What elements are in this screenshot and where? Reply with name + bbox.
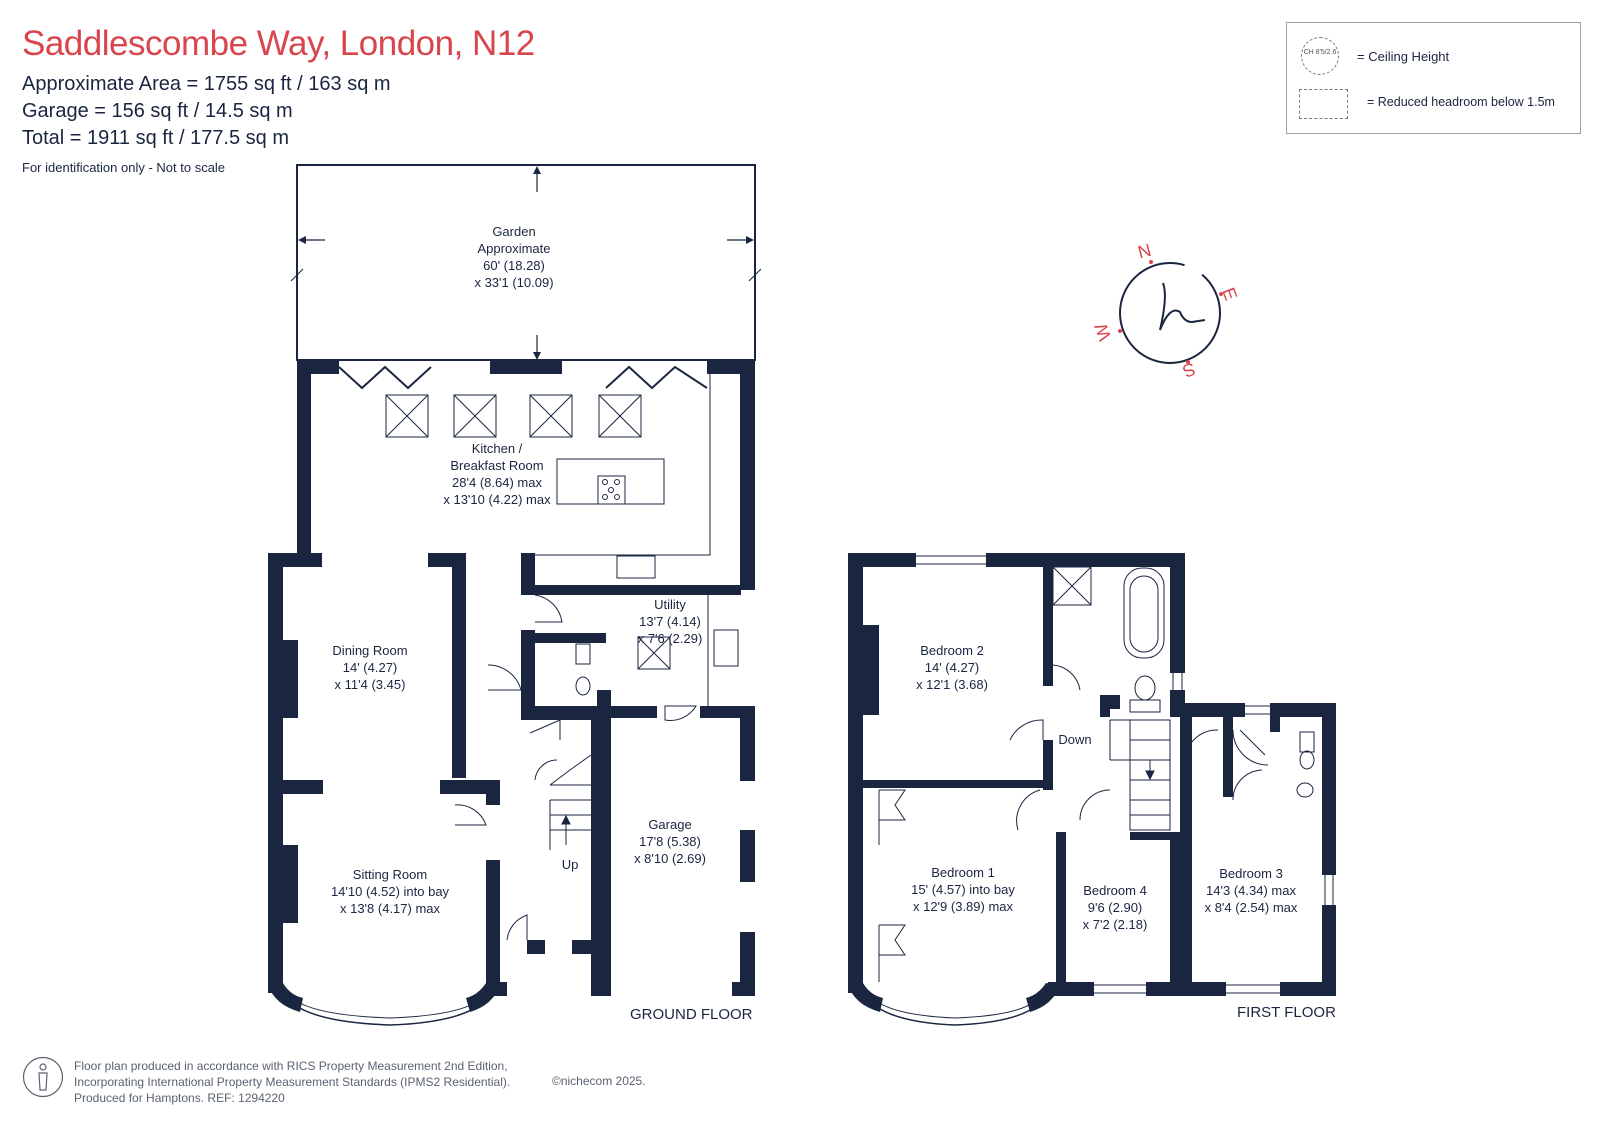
- bedroom2-label-line2: 14' (4.27): [925, 660, 980, 675]
- reduced-headroom-icon: [1299, 89, 1348, 119]
- garden-label-line2: Approximate: [478, 241, 551, 256]
- area-summary: Approximate Area = 1755 sq ft / 163 sq m…: [22, 71, 391, 152]
- garage-label-line1: Garage: [648, 817, 691, 832]
- garden-label-line1: Garden: [492, 224, 535, 239]
- disclaimer-note: For identification only - Not to scale: [22, 160, 226, 175]
- bedroom3-label-line3: x 8'4 (2.54) max: [1205, 900, 1298, 915]
- kitchen-label-line2: Breakfast Room: [450, 458, 543, 473]
- compass-e: E: [1218, 285, 1241, 303]
- sitting-label-line3: x 13'8 (4.17) max: [340, 901, 441, 916]
- dining-label-line3: x 11'4 (3.45): [335, 677, 406, 692]
- bedroom3-label-line1: Bedroom 3: [1219, 866, 1283, 881]
- sitting-label-line1: Sitting Room: [353, 867, 427, 882]
- stairs-up-label: Up: [562, 857, 579, 872]
- ceiling-height-icon: CH 8'5/2.6: [1301, 37, 1339, 75]
- ceiling-height-label: = Ceiling Height: [1357, 49, 1450, 64]
- bedroom3-label-line2: 14'3 (4.34) max: [1206, 883, 1296, 898]
- bedroom4-label-line3: x 7'2 (2.18): [1083, 917, 1148, 932]
- first-floor-label: FIRST FLOOR: [1237, 1004, 1336, 1021]
- kitchen-label-line1: Kitchen /: [472, 441, 523, 456]
- garage-area: Garage = 156 sq ft / 14.5 sq m: [22, 100, 293, 122]
- legend-box: CH 8'5/2.6 = Ceiling Height = Reduced he…: [1286, 22, 1581, 134]
- ground-floor-label: GROUND FLOOR: [630, 1006, 753, 1023]
- bedroom4-label-line2: 9'6 (2.90): [1088, 900, 1143, 915]
- stairs-down-label: Down: [1058, 732, 1091, 747]
- rics-info-icon: [22, 1056, 64, 1098]
- utility-label-line3: x 7'6 (2.29): [638, 631, 703, 646]
- first-floor-walls: [848, 553, 1336, 1012]
- footer-line1: Floor plan produced in accordance with R…: [74, 1059, 508, 1073]
- dining-label-line1: Dining Room: [332, 643, 407, 658]
- copyright: ©nichecom 2025.: [552, 1074, 646, 1088]
- compass-w: W: [1091, 321, 1116, 344]
- room-labels: Garden Approximate 60' (18.28) x 33'1 (1…: [331, 224, 1298, 932]
- compass-s: S: [1180, 359, 1198, 382]
- garage-label-line3: x 8'10 (2.69): [634, 851, 706, 866]
- compass: [1118, 260, 1223, 364]
- footer-line3: Produced for Hamptons. REF: 1294220: [74, 1091, 285, 1105]
- kitchen-label-line3: 28'4 (8.64) max: [452, 475, 542, 490]
- total-area: Total = 1911 sq ft / 177.5 sq m: [22, 127, 290, 149]
- garage-label-line2: 17'8 (5.38): [639, 834, 701, 849]
- approx-area: Approximate Area = 1755 sq ft / 163 sq m: [22, 73, 391, 95]
- garden-label-line3: 60' (18.28): [483, 258, 545, 273]
- ground-bay-walls: [268, 983, 500, 1012]
- first-floor-details: [862, 555, 1334, 1026]
- property-title: Saddlescombe Way, London, N12: [22, 24, 535, 63]
- sitting-label-line2: 14'10 (4.52) into bay: [331, 884, 450, 899]
- bedroom1-label-line1: Bedroom 1: [931, 865, 995, 880]
- bedroom2-label-line3: x 12'1 (3.68): [916, 677, 988, 692]
- kitchen-label-line4: x 13'10 (4.22) max: [443, 492, 551, 507]
- reduced-headroom-label: = Reduced headroom below 1.5m: [1367, 95, 1555, 109]
- bedroom1-label-line2: 15' (4.57) into bay: [911, 882, 1015, 897]
- compass-n: N: [1136, 240, 1154, 263]
- footer-line2: Incorporating International Property Mea…: [74, 1075, 511, 1089]
- footer-text: Floor plan produced in accordance with R…: [74, 1058, 510, 1106]
- ground-floor-details: [282, 365, 739, 1026]
- utility-label-line2: 13'7 (4.14): [639, 614, 701, 629]
- bedroom2-label-line1: Bedroom 2: [920, 643, 984, 658]
- utility-label-line1: Utility: [654, 597, 686, 612]
- bedroom4-label-line1: Bedroom 4: [1083, 883, 1147, 898]
- dining-label-line2: 14' (4.27): [343, 660, 398, 675]
- ground-floor-walls: [268, 360, 755, 996]
- garden-label-line4: x 33'1 (10.09): [474, 275, 553, 290]
- bedroom1-label-line3: x 12'9 (3.89) max: [913, 899, 1014, 914]
